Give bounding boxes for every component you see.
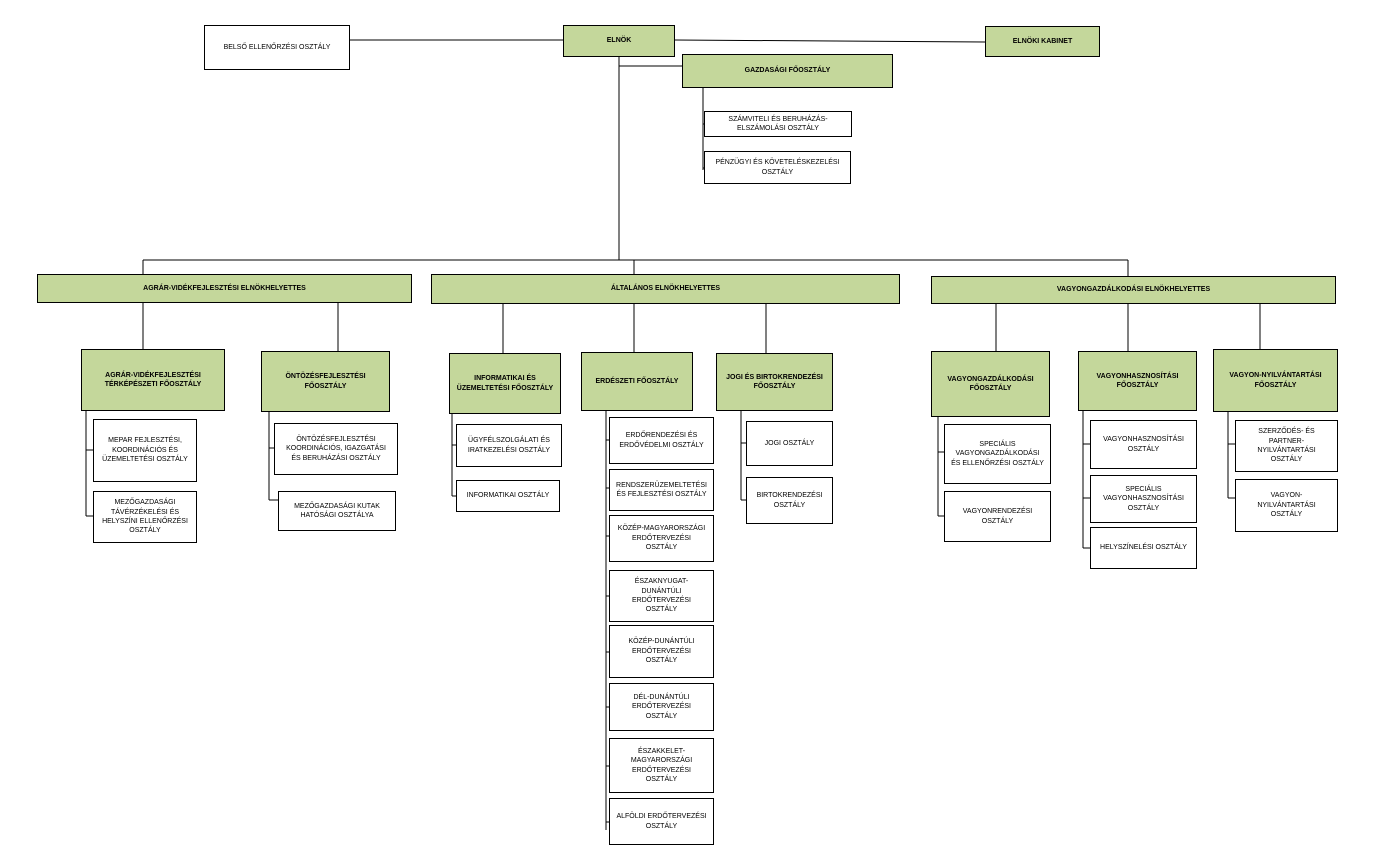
ontozesfejlesztesi-osztaly-box: Öntözésfejlesztési koordinációs, igazgat… xyxy=(274,423,398,475)
szerzodes-nyilvantartasi-osztaly-box: Szerződés- és partner-nyilvántartási osz… xyxy=(1235,420,1338,472)
erdo-osztaly-7-box: Északkelet-magyarországi erdőtervezési o… xyxy=(609,738,714,793)
elnoki-kabinet-box: Elnöki Kabinet xyxy=(985,26,1100,57)
ugyfelszolgalati-osztaly-box: Ügyfélszolgálati és iratkezelési osztály xyxy=(456,424,562,467)
specialis-vagyongazdalkodasi-osztaly-box: Speciális vagyongazdálkodási és ellenőrz… xyxy=(944,424,1051,484)
penzugyi-osztaly-box: Pénzügyi és követeléskezelési osztály xyxy=(704,151,851,184)
altalanos-elnokhelyettes-box: Általános elnökhelyettes xyxy=(431,274,900,304)
vagyon-nyilvantartasi-osztaly-box: Vagyon-nyilvántartási osztály xyxy=(1235,479,1338,532)
vagyonrendezesi-osztaly-box: Vagyonrendezési osztály xyxy=(944,491,1051,542)
mezogazdasagi-kutak-osztaly-box: Mezőgazdasági kutak hatósági osztálya xyxy=(278,491,396,531)
vagyongazdalkodasi-foosztaly-box: Vagyongazdálkodási Főosztály xyxy=(931,351,1050,417)
birtokrendezesi-osztaly-box: Birtokrendezési osztály xyxy=(746,477,833,524)
connectors xyxy=(85,39,1261,830)
taverzekelesi-osztaly-box: Mezőgazdasági távérzékelési és helyszíni… xyxy=(93,491,197,543)
erdo-osztaly-4-box: Északnyugat-dunántúli erdőtervezési oszt… xyxy=(609,570,714,622)
specialis-vagyonhasznositasi-osztaly-box: Speciális vagyonhasznosítási osztály xyxy=(1090,475,1197,523)
erdo-osztaly-6-box: Dél-dunántúli erdőtervezési osztály xyxy=(609,683,714,731)
belso-ellenorzesi-osztaly-box: Belső Ellenőrzési Osztály xyxy=(204,25,350,70)
erdo-osztaly-3-box: Közép-magyarországi erdőtervezési osztál… xyxy=(609,515,714,562)
jogi-birtokrendezesi-foosztaly-box: Jogi és Birtokrendezési Főosztály xyxy=(716,353,833,411)
mepar-osztaly-box: MePAR fejlesztési, koordinációs és üzeme… xyxy=(93,419,197,482)
agrar-elnokhelyettes-box: Agrár-vidékfejlesztési elnökhelyettes xyxy=(37,274,412,303)
erdo-osztaly-8-box: Alföldi erdőtervezési osztály xyxy=(609,798,714,845)
vagyon-nyilvantartasi-foosztaly-box: Vagyon-nyilvántartási Főosztály xyxy=(1213,349,1338,412)
gazdasagi-foosztaly-box: Gazdasági Főosztály xyxy=(682,54,893,88)
ontozesfejlesztesi-foosztaly-box: Öntözésfejlesztési Főosztály xyxy=(261,351,390,412)
erdeszeti-foosztaly-box: Erdészeti Főosztály xyxy=(581,352,693,411)
terkepeszeti-foosztaly-box: Agrár-vidékfejlesztési Térképészeti Főos… xyxy=(81,349,225,411)
elnok-box: Elnök xyxy=(563,25,675,57)
vagyongazdalkodasi-elnokhelyettes-box: Vagyongazdálkodási elnökhelyettes xyxy=(931,276,1336,304)
vagyonhasznositasi-osztaly-box: Vagyonhasznosítási osztály xyxy=(1090,420,1197,469)
erdo-osztaly-5-box: Közép-dunántúli erdőtervezési osztály xyxy=(609,625,714,678)
erdo-osztaly-1-box: Erdőrendezési és erdővédelmi osztály xyxy=(609,417,714,464)
erdo-osztaly-2-box: Rendszerüzemeltetési és fejlesztési oszt… xyxy=(609,469,714,511)
szamviteli-osztaly-box: Számviteli és beruházás-elszámolási oszt… xyxy=(704,111,852,137)
informatikai-osztaly-box: Informatikai osztály xyxy=(456,480,560,512)
informatikai-uzemeltetesi-foosztaly-box: Informatikai és Üzemeltetési Főosztály xyxy=(449,353,561,414)
vagyonhasznositasi-foosztaly-box: Vagyonhasznosítási Főosztály xyxy=(1078,351,1197,411)
helyszinelesi-osztaly-box: Helyszínelési osztály xyxy=(1090,527,1197,569)
jogi-osztaly-box: Jogi osztály xyxy=(746,421,833,466)
